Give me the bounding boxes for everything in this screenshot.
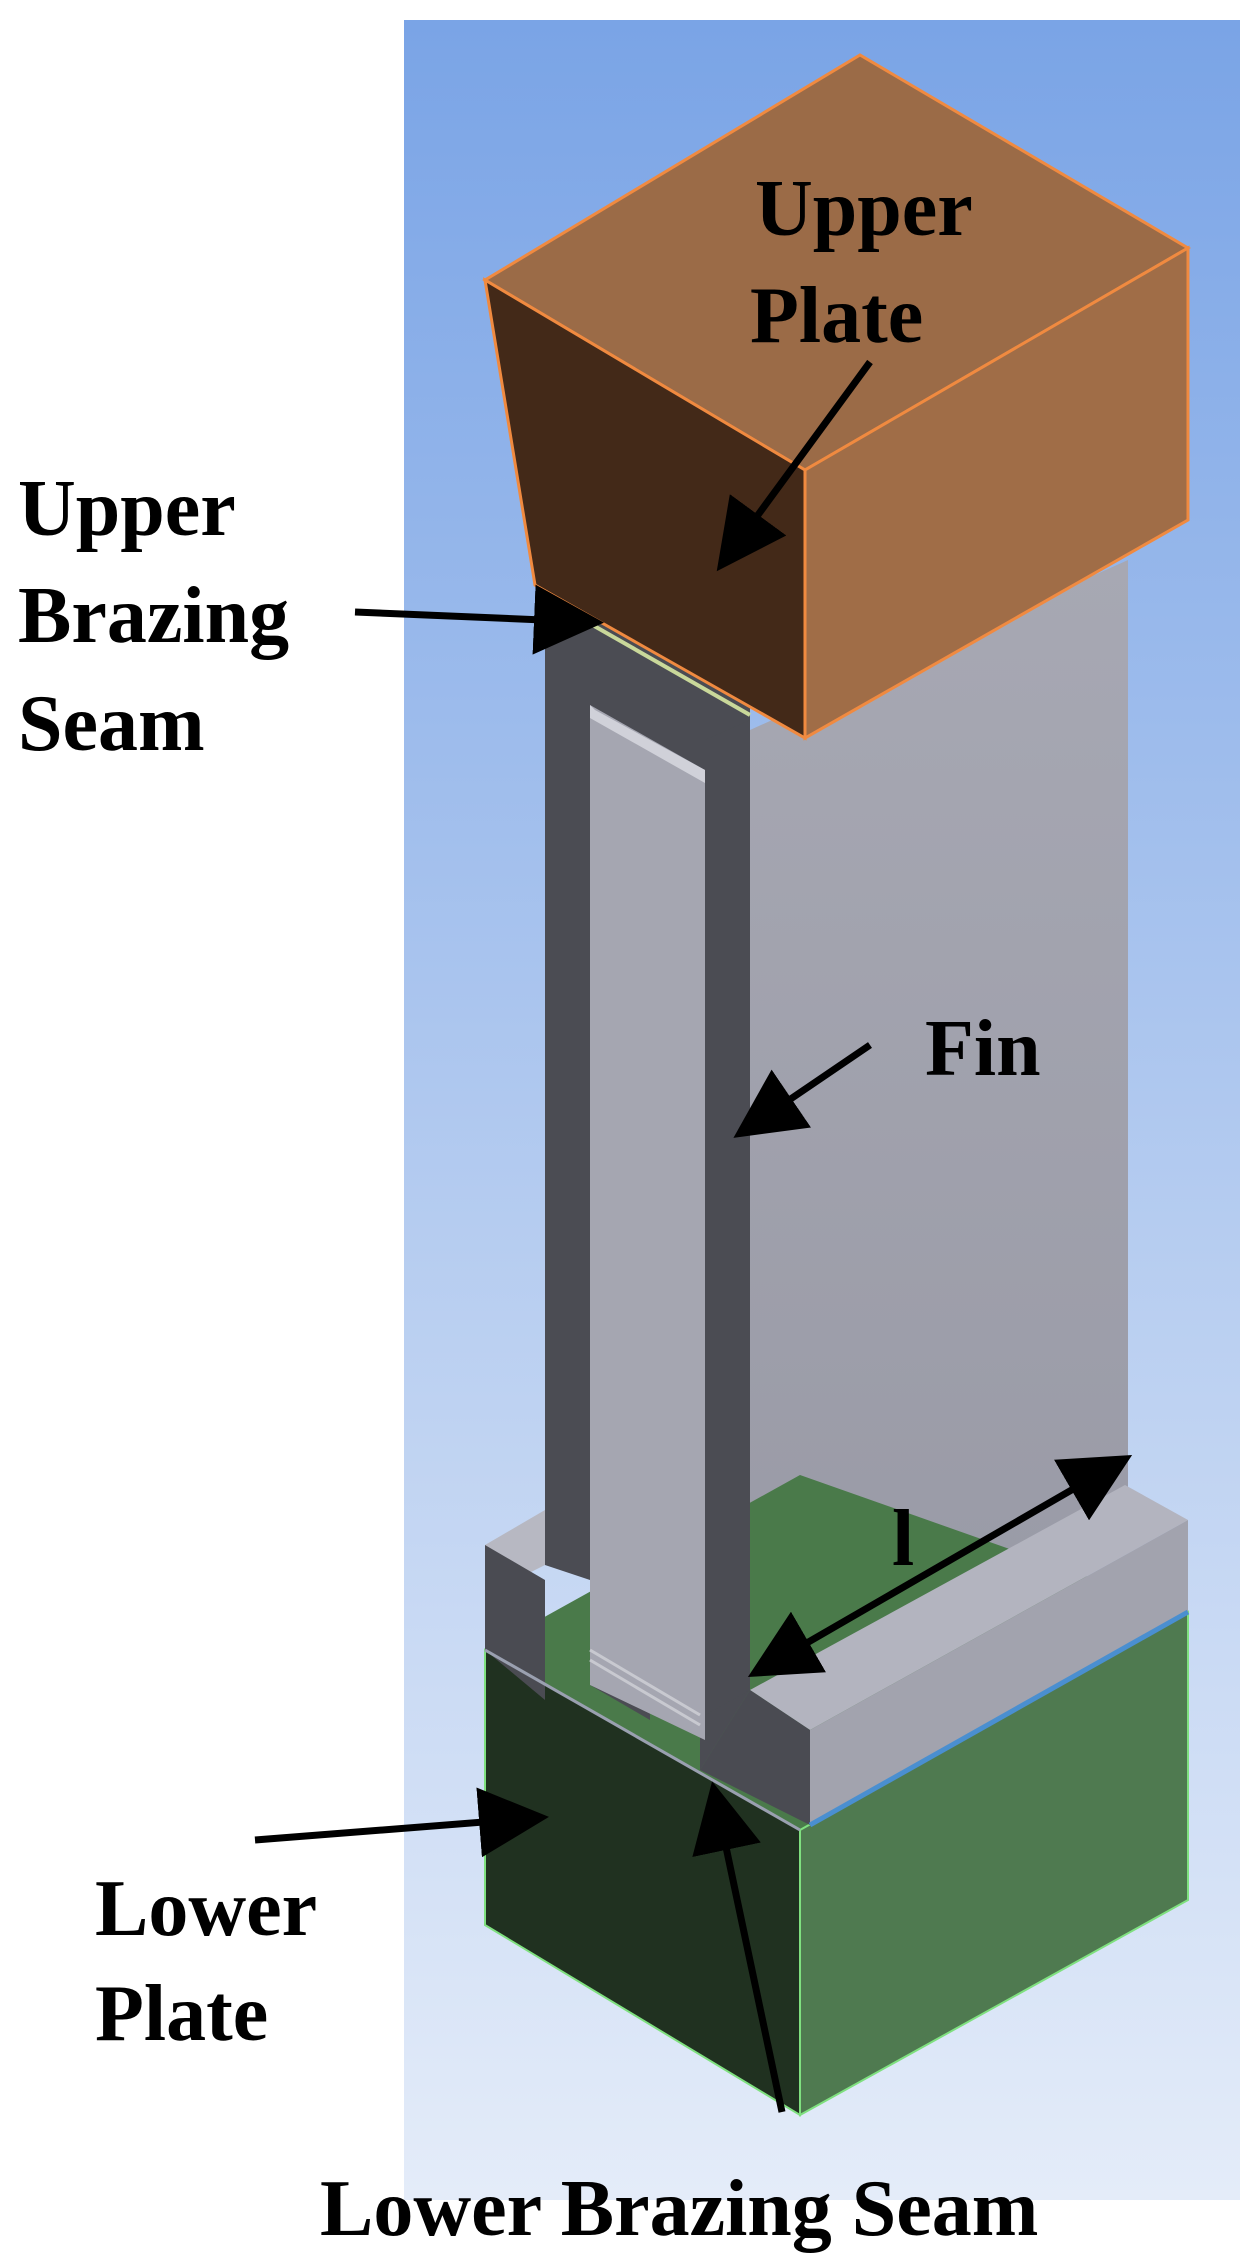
label-lower-plate-line2: Plate xyxy=(95,1970,268,2058)
label-upper-brazing-seam-line3: Seam xyxy=(18,680,205,768)
fin-channel-inner-top xyxy=(590,705,705,783)
label-upper-brazing-seam-line2: Brazing xyxy=(18,572,289,660)
fin-side-face xyxy=(750,560,1128,1730)
arrow-length-dimension xyxy=(747,1454,1133,1678)
upper-plate-side xyxy=(803,245,1190,741)
label-lower-plate-line1: Lower xyxy=(95,1865,317,1953)
label-upper-plate-line2: Plate xyxy=(750,272,923,360)
arrow-lower-plate xyxy=(254,1787,549,1858)
label-upper-plate-line1: Upper xyxy=(755,165,973,253)
label-fin: Fin xyxy=(925,1005,1041,1093)
label-upper-brazing-seam-line1: Upper xyxy=(18,465,236,553)
arrow-fin xyxy=(733,1042,872,1138)
fin-channel xyxy=(545,580,750,1770)
fin-foot-right-front xyxy=(700,1690,810,1825)
fin-foot-left-front xyxy=(485,1545,545,1700)
arrow-lower-brazing-seam xyxy=(692,1781,786,2113)
fin-channel-inner xyxy=(590,705,705,1740)
arrow-upper-plate xyxy=(716,359,873,572)
fin-channel-right-wall xyxy=(705,720,750,1715)
upper-plate xyxy=(482,53,1191,741)
label-lower-brazing-seam: Lower Brazing Seam xyxy=(320,2165,1038,2253)
label-length: l xyxy=(892,1495,914,1583)
arrow-upper-brazing-seam xyxy=(354,584,604,655)
